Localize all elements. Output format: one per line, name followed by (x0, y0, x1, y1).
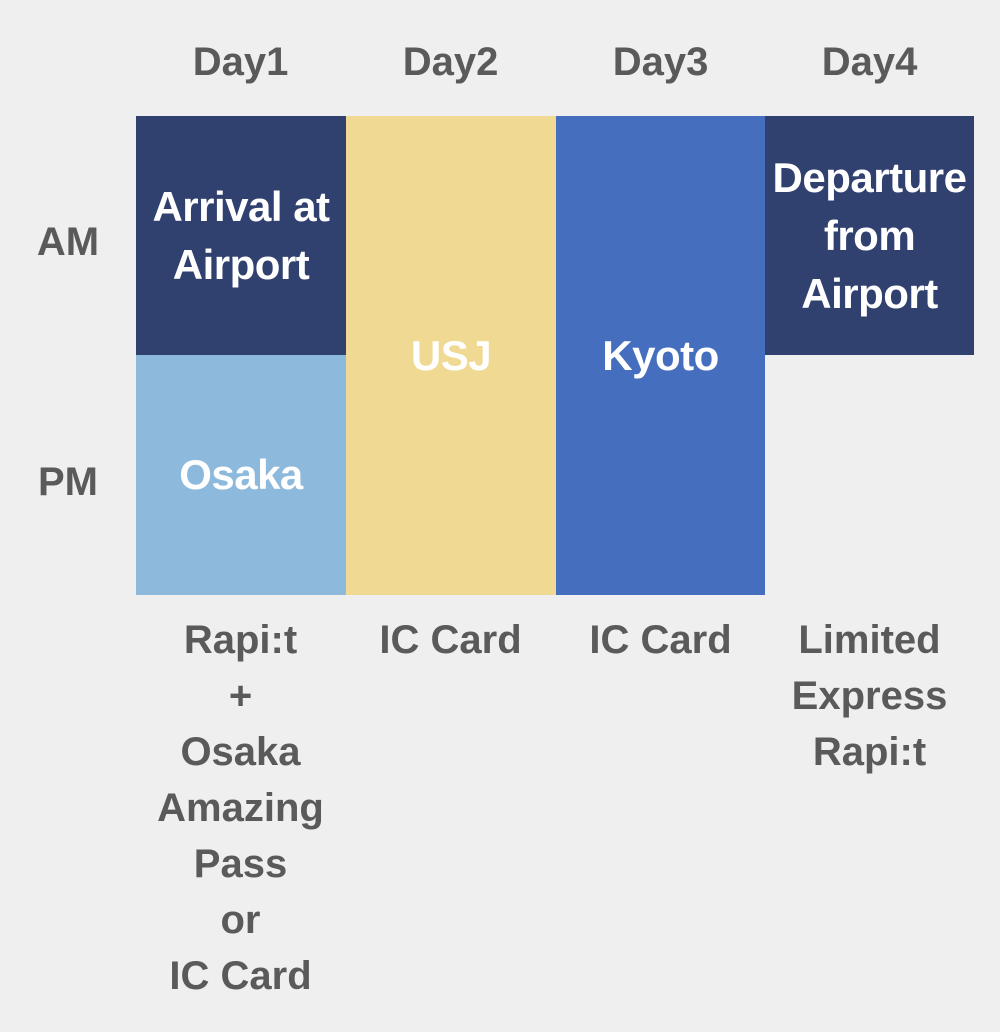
day-label-1: Day1 (192, 40, 289, 84)
block-day2-label: USJ (410, 331, 492, 379)
transport-day4: Limited Express Rapi:t (791, 618, 948, 774)
day-label-2: Day2 (402, 40, 499, 84)
block-day1-pm-label: Osaka (179, 451, 303, 498)
day-label-3: Day3 (612, 40, 709, 84)
time-label-pm: PM (38, 460, 98, 504)
block-day2: USJ (346, 116, 556, 595)
block-day4-am: Departure from Airport (765, 116, 974, 355)
time-label-am: AM (36, 220, 100, 264)
day-label-4: Day4 (821, 40, 918, 84)
block-day3: Kyoto (556, 116, 765, 595)
block-day1-am: Arrival at Airport (136, 116, 346, 355)
block-day1-pm: Osaka (136, 355, 346, 595)
transport-day1: Rapi:t + Osaka Amazing Pass or IC Card (157, 618, 324, 998)
block-day4-am-label: Departure from Airport (772, 153, 967, 317)
block-day1-am-label: Arrival at Airport (152, 182, 330, 288)
block-day3-label: Kyoto (602, 331, 719, 379)
transport-day2: IC Card (379, 618, 522, 662)
transport-day3: IC Card (589, 618, 732, 662)
